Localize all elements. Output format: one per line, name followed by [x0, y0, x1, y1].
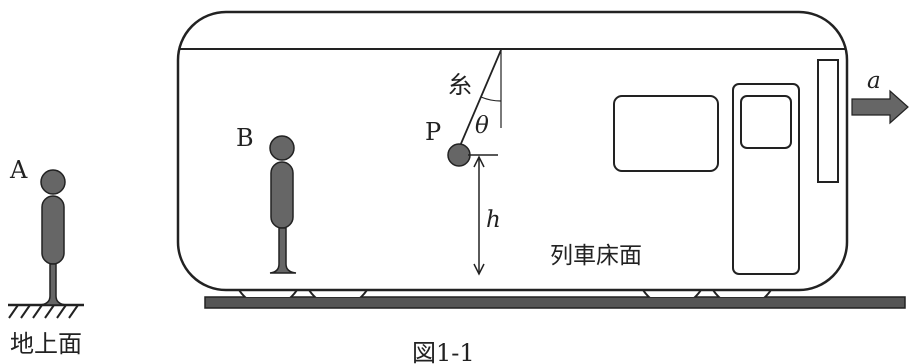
- person-a: [39, 169, 67, 306]
- train-body: [176, 10, 849, 292]
- label-p: P: [425, 118, 441, 146]
- label-ground: 地上面: [10, 330, 82, 358]
- angle-arc: [480, 96, 502, 102]
- acceleration-arrow: [851, 89, 909, 125]
- person-b: [269, 135, 297, 274]
- label-height: h: [486, 207, 501, 233]
- label-b: B: [236, 124, 254, 152]
- label-a: A: [9, 156, 28, 184]
- train-window: [613, 95, 719, 172]
- label-string: 糸: [448, 71, 472, 99]
- label-floor: 列車床面: [550, 243, 642, 269]
- door-window: [740, 95, 792, 149]
- rear-panel: [817, 59, 839, 183]
- pendulum-string: [459, 49, 502, 147]
- pendulum: [447, 49, 502, 167]
- height-indicator: [468, 154, 498, 276]
- label-acceleration: a: [867, 68, 881, 94]
- rail: [204, 296, 906, 309]
- label-theta: θ: [475, 113, 489, 139]
- ground-surface: [8, 303, 84, 319]
- bob-p: [447, 143, 471, 167]
- figure-caption: 図1-1: [412, 339, 475, 364]
